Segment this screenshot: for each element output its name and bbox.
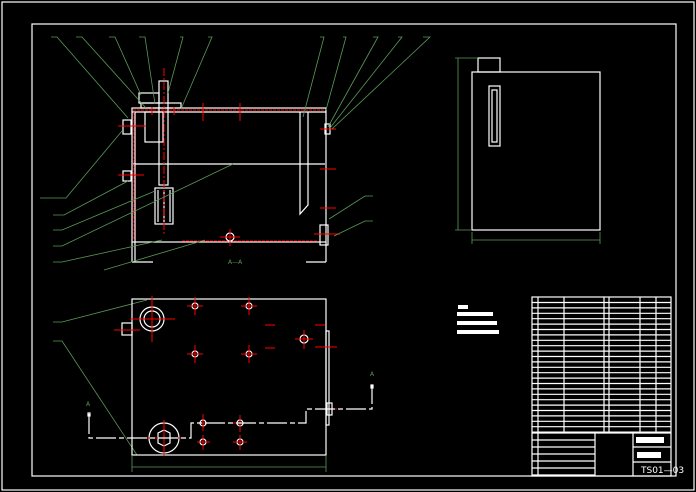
inner-frame bbox=[31, 23, 677, 477]
side-view bbox=[455, 57, 601, 244]
cut-label-right: A bbox=[370, 371, 375, 378]
technical-notes bbox=[457, 305, 499, 334]
title-block: TS01—03 bbox=[531, 296, 684, 477]
drawing-number: TS01—03 bbox=[640, 466, 684, 476]
top-view: A A bbox=[86, 296, 375, 472]
section-view-a-a: A—A bbox=[40, 36, 432, 456]
section-label: A—A bbox=[228, 259, 243, 266]
cut-label-left: A bbox=[86, 401, 91, 408]
